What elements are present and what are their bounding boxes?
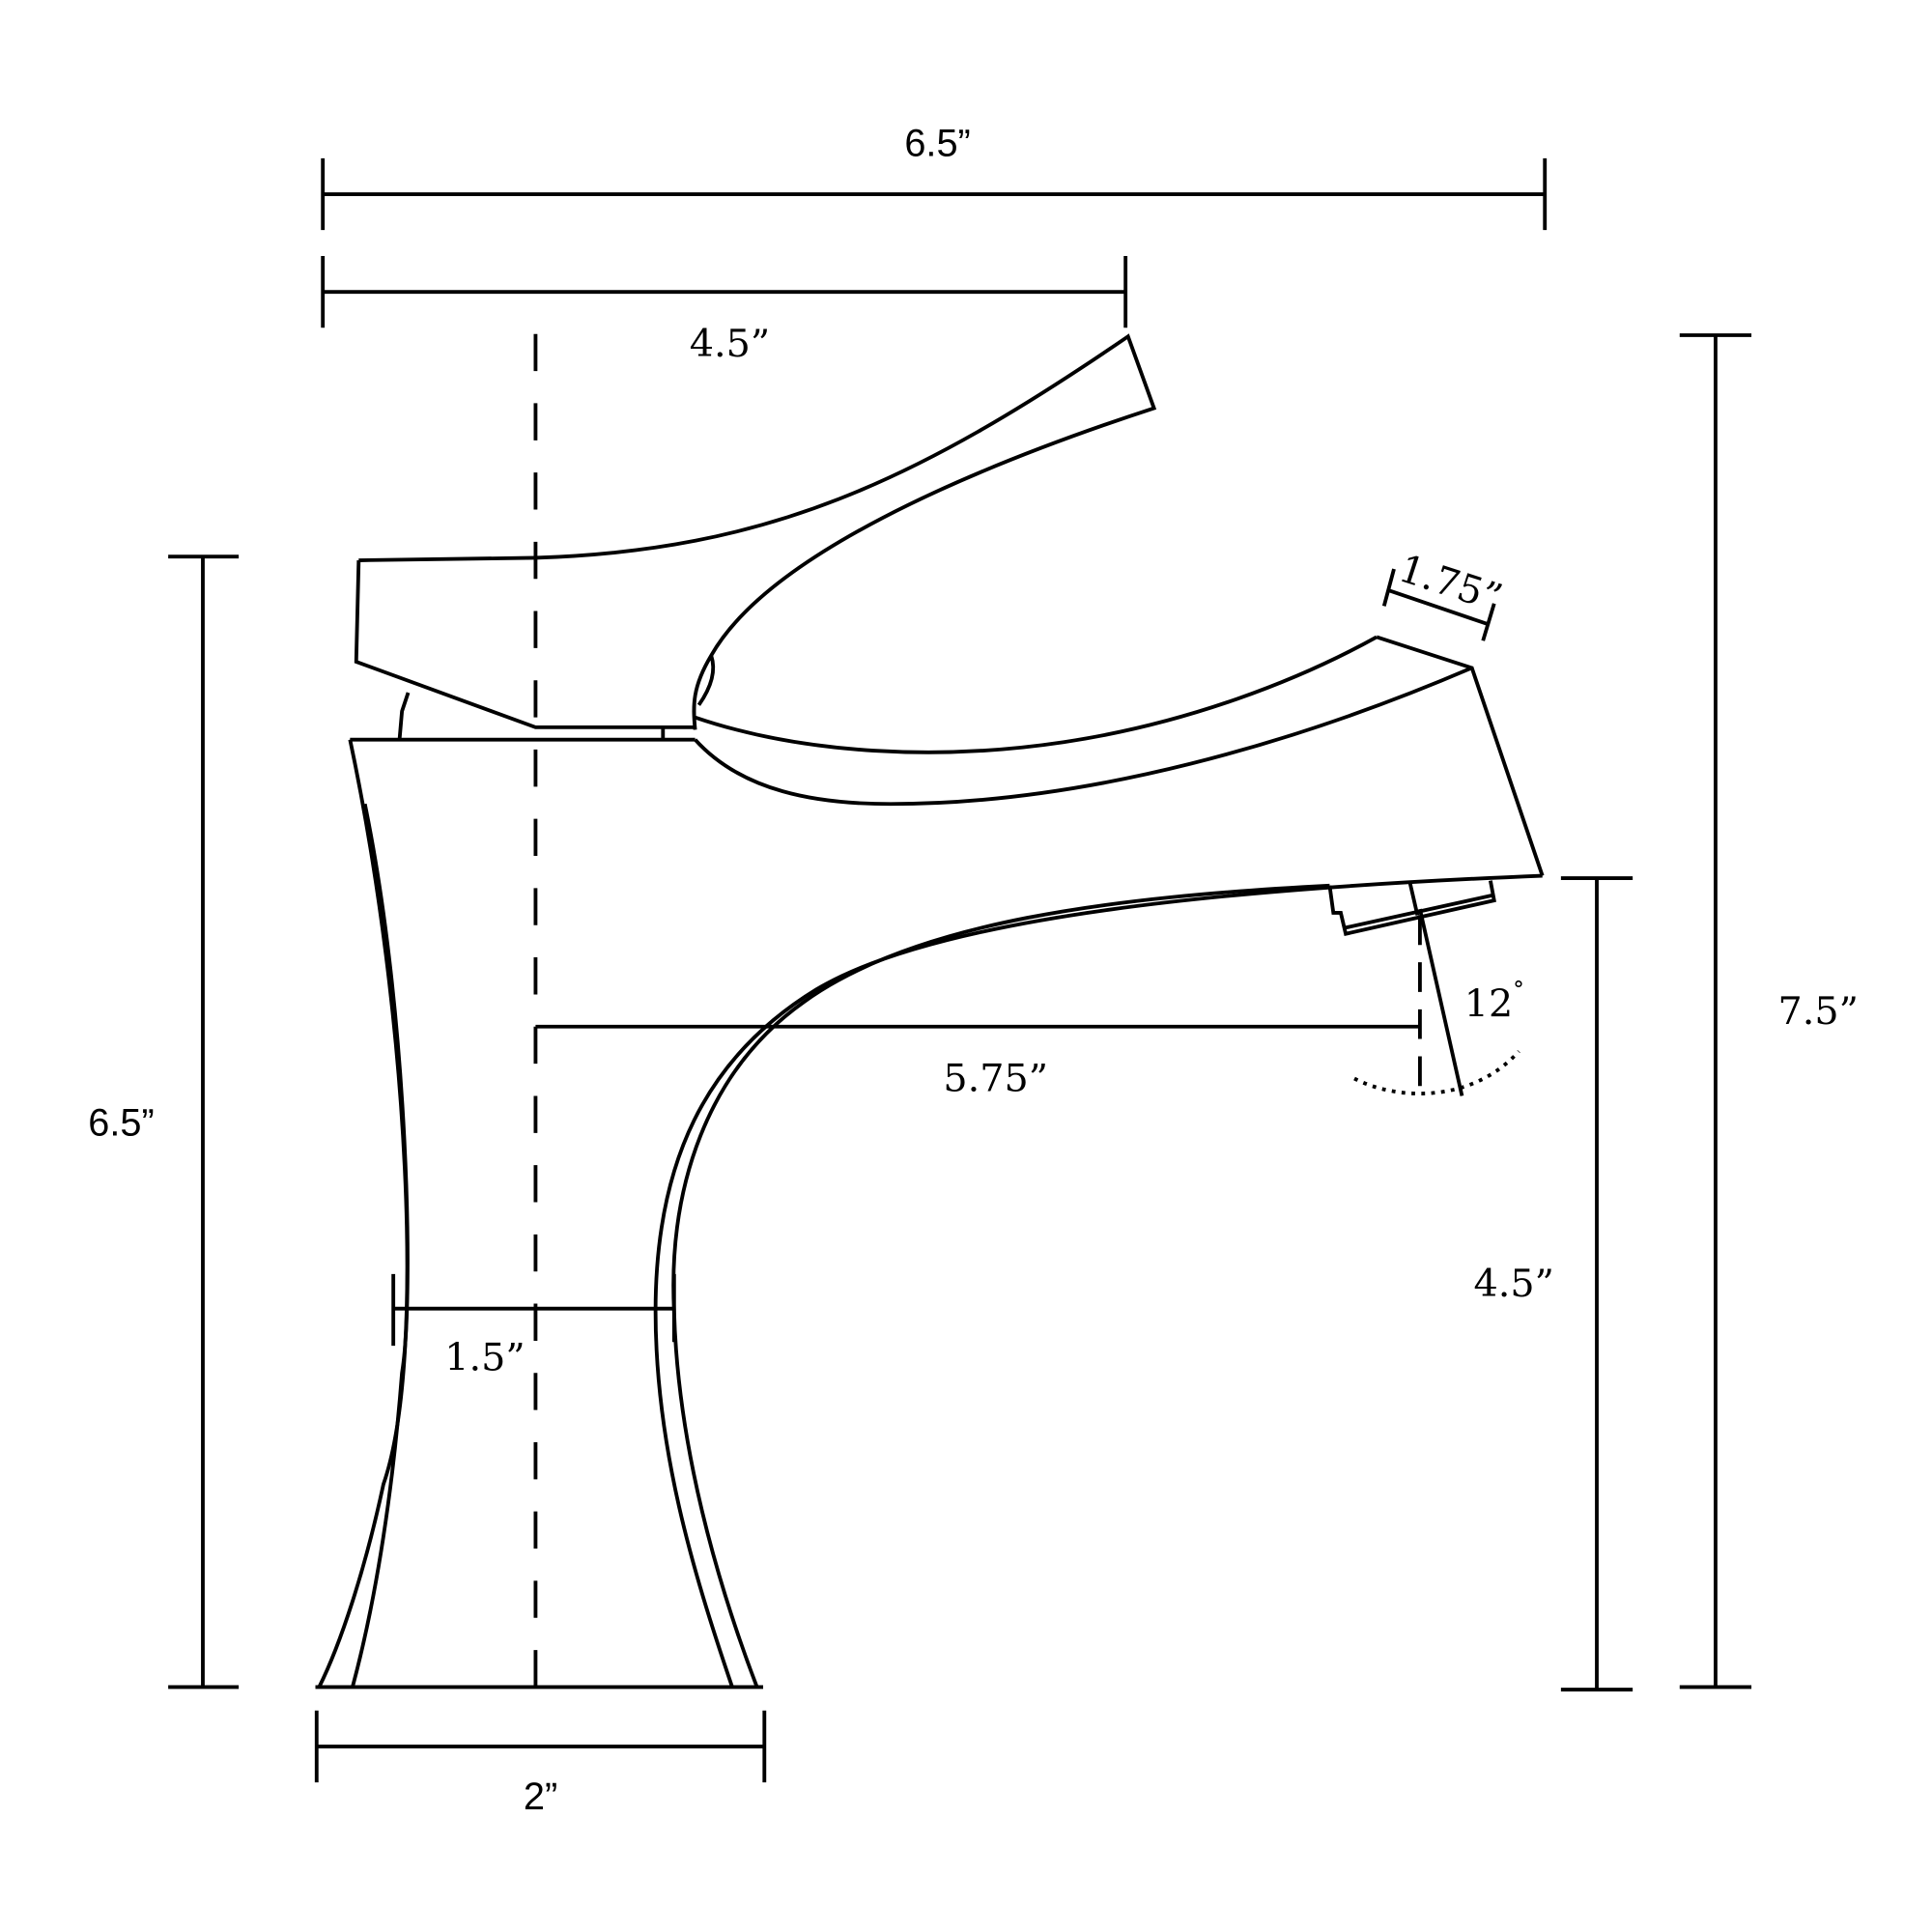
dim-spout-clearance: 4.5” — [1474, 876, 1634, 1691]
aerator — [1327, 880, 1496, 937]
faucet-body — [315, 635, 1545, 1690]
body-right-inner — [653, 873, 1543, 1689]
dim-spout-clearance-label: 4.5” — [1474, 1262, 1554, 1306]
spout-top-lower — [694, 666, 1473, 807]
dim-spout-reach-label: 5.75” — [943, 1056, 1048, 1100]
dim-body-height-label: 6.5” — [88, 1101, 154, 1144]
dim-spout-tip-width: 1.75” — [1381, 547, 1507, 641]
dim-overall-height-label: 7.5” — [1777, 989, 1858, 1034]
dim-waist-width: 1.5” — [391, 1273, 676, 1380]
dim-handle-reach-label: 4.5” — [690, 322, 770, 366]
dim-base-width: 2” — [314, 1710, 767, 1818]
body-left-outer — [317, 739, 410, 1689]
dim-body-height: 6.5” — [88, 554, 240, 1690]
dim-overall-height: 7.5” — [1679, 333, 1859, 1690]
faucet-handle — [354, 333, 1157, 740]
handle-lever — [358, 333, 1157, 730]
dim-handle-reach: 4.5” — [321, 256, 1128, 366]
dim-waist-width-label: 1.5” — [444, 1336, 525, 1380]
spout-top-upper — [694, 635, 1378, 754]
dim-base-width-label: 2” — [524, 1776, 557, 1818]
body-left-inner — [351, 803, 410, 1688]
spout-tip — [1376, 635, 1545, 877]
handle-base — [354, 559, 696, 729]
dim-overall-width-label: 6.5” — [904, 122, 970, 164]
handle-cartridge — [397, 692, 411, 740]
handle-joint — [696, 655, 716, 706]
aerator-center — [1407, 882, 1420, 916]
body-right-outer — [671, 883, 1330, 1689]
dim-spray-angle-label: 12° — [1464, 978, 1524, 1026]
dim-overall-width: 6.5” — [321, 122, 1548, 231]
dim-spray-angle: 12° — [1353, 908, 1524, 1096]
dim-spout-reach: 5.75” — [535, 915, 1422, 1101]
